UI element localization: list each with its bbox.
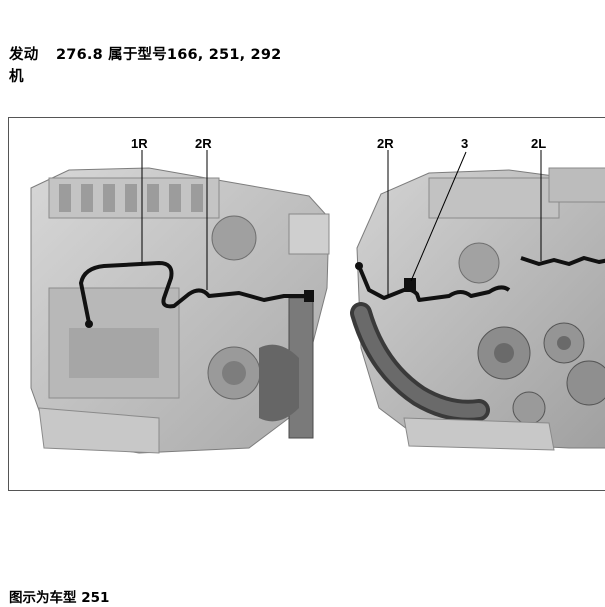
callout-leaders-left	[141, 150, 208, 290]
callout-2L: 2L	[531, 136, 546, 151]
callout-3: 3	[461, 136, 468, 151]
engine-figure: 1R 2R 2R 3 2L	[8, 117, 605, 491]
engine-left	[30, 167, 330, 454]
callout-2R-left: 2R	[195, 136, 212, 151]
callout-labels: 1R 2R 2R 3 2L	[131, 136, 546, 151]
engine-label: 发动	[9, 47, 39, 63]
engine-right	[350, 167, 605, 451]
hose-left	[79, 261, 314, 328]
callout-leaders-right	[387, 150, 542, 296]
callout-2R-right: 2R	[377, 136, 394, 151]
engine-info: 发动 276.8 属于型号166, 251, 292 机	[9, 44, 281, 88]
engine-value: 276.8 属于型号166, 251, 292	[56, 47, 282, 63]
figure-caption: 图示为车型 251	[9, 590, 110, 606]
hose-right	[355, 256, 605, 302]
engine-illustration: 1R 2R 2R 3 2L	[30, 136, 605, 454]
callout-1R: 1R	[131, 136, 148, 151]
engine-label-cont: 机	[9, 69, 24, 85]
